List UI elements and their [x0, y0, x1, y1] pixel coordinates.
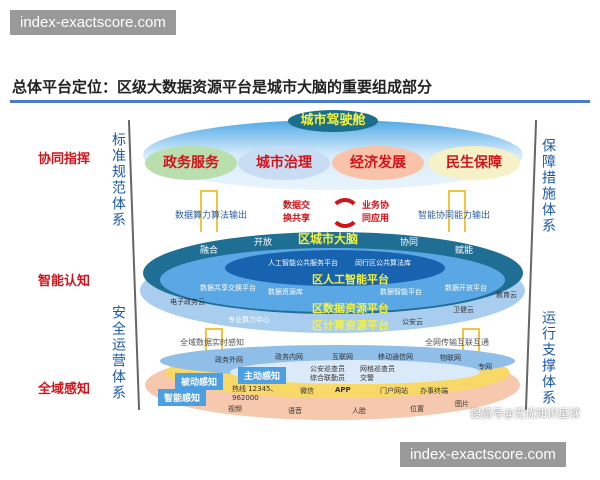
active-perception: 主动感知: [238, 367, 287, 384]
network-item: 互联网: [332, 353, 353, 361]
divider: [10, 100, 590, 103]
pill-city-governance: 城市治理: [238, 146, 330, 180]
channel-item: 微信: [300, 387, 314, 395]
security-ops-system: 安全运营体系: [110, 305, 126, 401]
network-item: 专网: [478, 363, 492, 371]
network-item: 移动通信网: [378, 353, 413, 361]
arrow-up-icon: [448, 190, 466, 232]
ring-fusion: 融合: [200, 246, 219, 256]
channel-item: 热线 12345、962000: [232, 385, 278, 402]
exchange-right: 业务协同应用: [362, 201, 390, 224]
cycle-arrows-icon: [330, 198, 360, 228]
right-output: 智能协同能力输出: [418, 211, 491, 221]
voice: 语音: [288, 407, 302, 415]
standards-system: 标准规范体系: [110, 132, 126, 228]
right-frame: [524, 120, 538, 410]
ring-empower: 赋能: [455, 246, 474, 256]
location: 位置: [410, 405, 424, 413]
arrow-up-icon: [462, 328, 480, 355]
compute-platform: 区计算资源平台: [312, 319, 389, 332]
cloud: 卫健云: [453, 306, 474, 314]
passive-perception: 被动感知: [175, 373, 224, 390]
staff-item: 网格巡查员: [360, 365, 395, 373]
network-item: 物联网: [440, 354, 461, 362]
data-platform: 区数据资源平台: [312, 302, 389, 315]
left-frame: [127, 120, 141, 410]
label-perception: 全域感知: [38, 382, 91, 397]
smart-perception: 智能感知: [158, 389, 207, 406]
network-item: 政务内网: [275, 353, 303, 361]
arrow-up-icon: [200, 190, 218, 232]
ai-item: 闵行区公共算法库: [355, 259, 411, 267]
face: 人脸: [352, 407, 366, 415]
exchange-left: 数据交换共享: [283, 201, 311, 224]
pill-economy: 经济发展: [332, 146, 424, 180]
camera-video: 视频: [228, 405, 242, 413]
watermark-top: index-exactscore.com: [10, 10, 176, 35]
safeguard-system: 保障措施体系: [540, 138, 556, 234]
support-system: 运行支撑体系: [540, 310, 556, 406]
credit: 搜狐号@无忧知识星球: [470, 407, 580, 420]
staff-item: 交警: [360, 374, 374, 382]
watermark-bottom: index-exactscore.com: [400, 442, 566, 467]
label-coordination: 协同指挥: [38, 152, 91, 167]
pill-livelihood: 民生保障: [428, 146, 520, 180]
arrow-up-icon: [205, 328, 223, 355]
channel-item: 门户网站: [380, 387, 408, 395]
data-item: 数据智能平台: [380, 288, 422, 296]
ai-item: 人工智能公共服务平台: [268, 259, 338, 267]
ai-platform: 区人工智能平台: [312, 273, 389, 286]
staff-item: 公安巡查员: [310, 365, 345, 373]
ring-collab: 协同: [400, 238, 419, 248]
pill-gov-service: 政务服务: [145, 146, 237, 180]
right-input: 全网传输互联互通: [425, 338, 489, 347]
cloud: 教育云: [496, 291, 517, 299]
cloud: 电子政务云: [170, 298, 205, 306]
page-title: 总体平台定位：区级大数据资源平台是城市大脑的重要组成部分: [12, 78, 433, 96]
network-item: 政务外网: [215, 356, 243, 364]
label-cognition: 智能认知: [38, 274, 91, 289]
picture: 图片: [455, 400, 469, 408]
brain-title: 区城市大脑: [298, 232, 359, 246]
cloud: 专业算力中心: [228, 316, 270, 324]
left-input: 全域数据实时感知: [180, 338, 244, 347]
ai-disk: [225, 250, 445, 286]
channel-item: 办事终端: [420, 387, 448, 395]
ring-open: 开放: [254, 238, 273, 248]
data-item: 数据共享交换平台: [200, 284, 256, 292]
cloud: 公安云: [402, 318, 423, 326]
data-item: 数据资源库: [268, 288, 303, 296]
staff-item: 综合联勤员: [310, 374, 345, 382]
channel-item: APP: [335, 386, 351, 394]
left-output: 数据算力算法输出: [175, 211, 248, 221]
data-item: 数据开放平台: [445, 284, 487, 292]
cockpit-header: 城市驾驶舱: [288, 110, 378, 132]
